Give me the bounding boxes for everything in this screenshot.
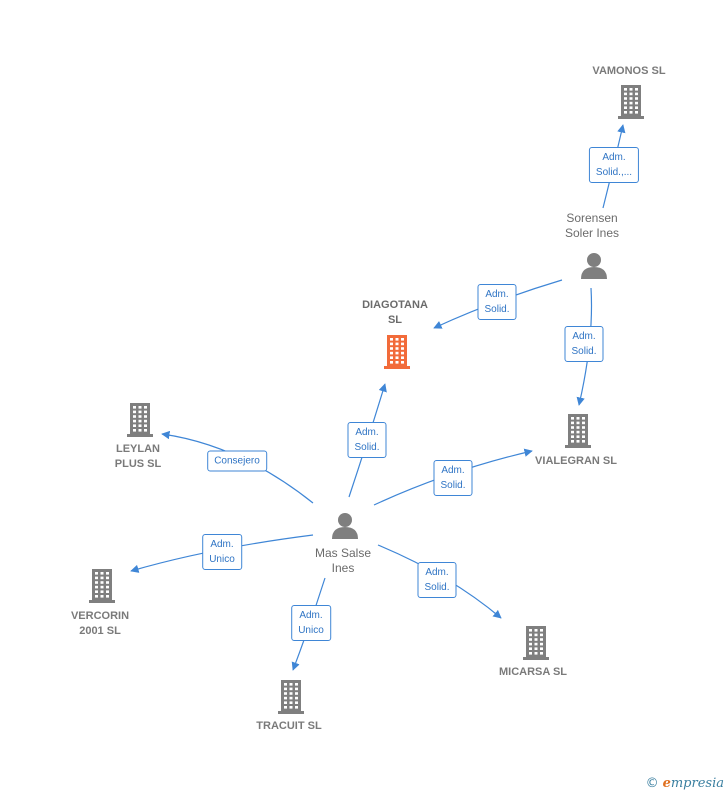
brand-footer: ©empresia: [646, 776, 724, 791]
node-label-line: VIALEGRAN SL: [535, 455, 617, 467]
node-label-vialegran[interactable]: VIALEGRAN SL: [535, 454, 617, 469]
node-label-vercorin[interactable]: VERCORIN 2001 SL: [71, 609, 129, 639]
building-icon-vialegran[interactable]: [565, 414, 591, 448]
edge-label-sorensen-diagotana[interactable]: Adm. Solid.: [477, 284, 517, 320]
edge-label-line: Solid.,...: [595, 167, 633, 178]
person-icon-mas[interactable]: [332, 513, 358, 539]
edge-label-mas-vialegran[interactable]: Adm. Solid.: [433, 460, 473, 496]
edge-label-line: Consejero: [214, 455, 260, 467]
edge-label-line: Adm.: [210, 539, 234, 550]
edge-label-mas-micarsa[interactable]: Adm. Solid.: [417, 562, 457, 598]
node-label-line: VERCORIN: [70, 610, 130, 622]
node-label-line: Sorensen: [566, 211, 618, 225]
node-label-line: PLUS SL: [114, 458, 162, 470]
edge-label-sorensen-vamonos[interactable]: Adm. Solid.,...: [588, 147, 640, 183]
node-label-line: TRACUIT SL: [256, 720, 322, 732]
edge-label-line: Adm.: [602, 152, 626, 163]
node-label-diagotana[interactable]: DIAGOTANA SL: [362, 298, 428, 328]
brand-initial: e: [662, 776, 671, 791]
edge-label-line: Adm.: [572, 331, 596, 342]
edge-label-mas-vercorin[interactable]: Adm. Unico: [202, 534, 242, 570]
edge-label-mas-tracuit[interactable]: Adm. Unico: [291, 605, 331, 641]
edge-label-line: Adm.: [425, 567, 449, 578]
building-icon-leylan[interactable]: [127, 403, 153, 437]
brand-name: mpresia: [670, 776, 724, 791]
edge-label-line: Solid.: [354, 442, 380, 453]
node-label-line: SL: [387, 314, 403, 326]
edge-label-line: Adm.: [355, 427, 379, 438]
node-label-line: 2001 SL: [79, 625, 121, 637]
node-label-line: VAMONOS SL: [592, 65, 666, 77]
node-label-leylan[interactable]: LEYLAN PLUS SL: [115, 442, 161, 472]
building-icon-micarsa[interactable]: [523, 626, 549, 660]
node-label-line: LEYLAN: [115, 443, 160, 455]
node-label-tracuit[interactable]: TRACUIT SL: [256, 719, 321, 734]
edge-label-sorensen-vialegran[interactable]: Adm. Solid.: [564, 326, 604, 362]
node-label-micarsa[interactable]: MICARSA SL: [499, 665, 567, 680]
person-icon-sorensen[interactable]: [581, 253, 607, 279]
edge-label-line: Adm.: [299, 610, 323, 621]
node-label-line: Mas Salse: [314, 546, 372, 560]
building-icon-vercorin[interactable]: [89, 569, 115, 603]
edge-label-line: Solid.: [571, 346, 597, 357]
edge-label-mas-leylan[interactable]: Consejero: [207, 450, 267, 472]
edge-label-line: Unico: [298, 625, 324, 636]
node-label-line: DIAGOTANA: [362, 299, 428, 311]
edge-label-line: Adm.: [441, 465, 465, 476]
edge-label-line: Adm.: [485, 289, 509, 300]
node-label-vamonos[interactable]: VAMONOS SL: [592, 64, 665, 79]
node-label-line: Soler Ines: [564, 226, 620, 240]
edge-label-line: Solid.: [440, 480, 466, 491]
node-label-line: MICARSA SL: [498, 666, 568, 678]
edge-label-line: Unico: [209, 554, 235, 565]
edge-label-mas-diagotana[interactable]: Adm. Solid.: [347, 422, 387, 458]
building-icon-tracuit[interactable]: [278, 680, 304, 714]
edge-label-line: Solid.: [424, 582, 450, 593]
node-label-line: Ines: [331, 561, 355, 575]
copyright-icon: ©: [645, 776, 659, 791]
building-icon-diagotana[interactable]: [384, 335, 410, 369]
edge-label-line: Solid.: [484, 304, 510, 315]
building-icon-vamonos[interactable]: [618, 85, 644, 119]
